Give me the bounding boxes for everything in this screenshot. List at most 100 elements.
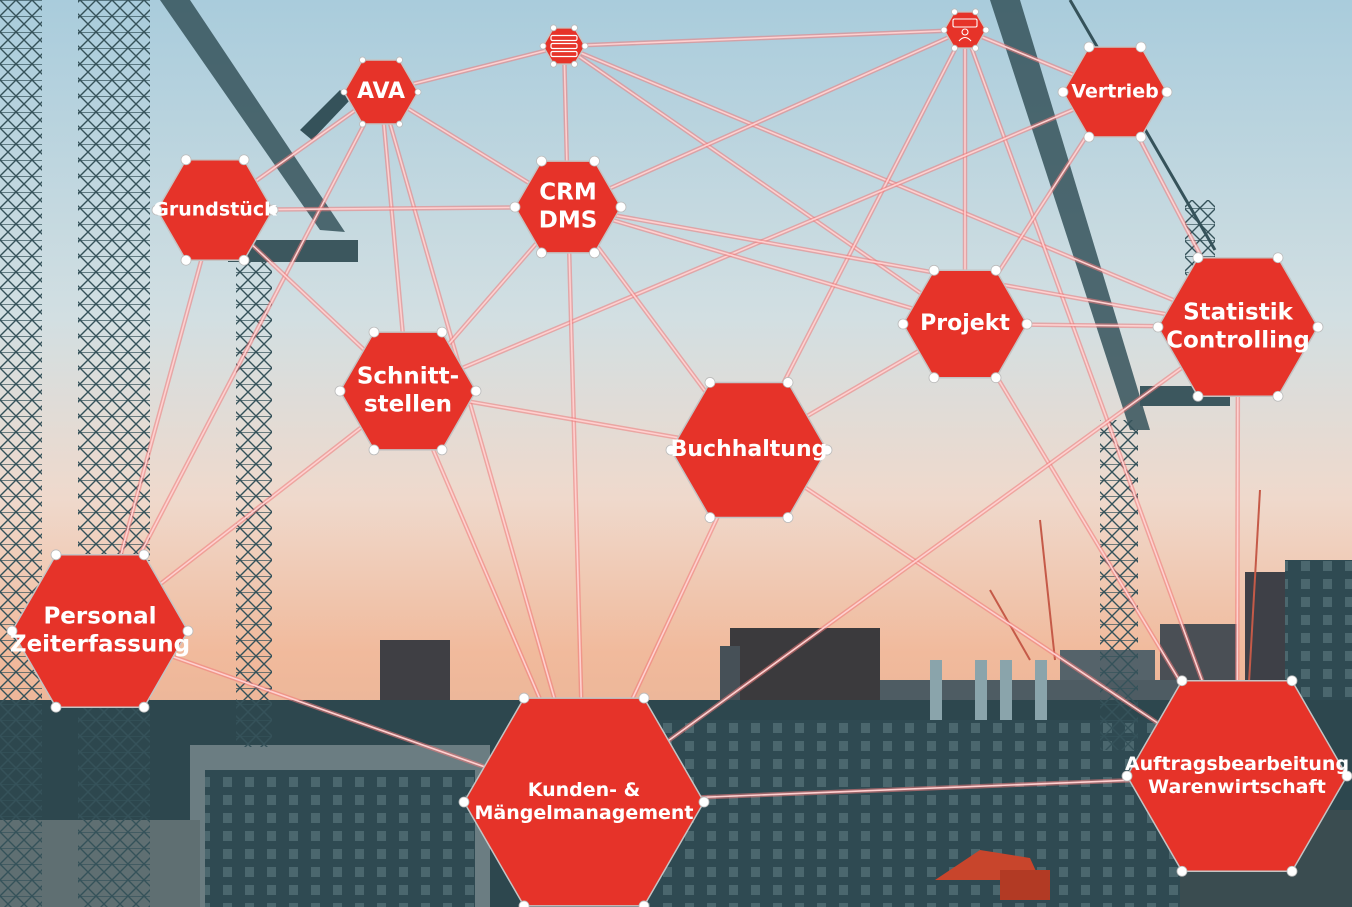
vertex-dot (436, 444, 448, 456)
vertex-dot (1021, 318, 1033, 330)
vertex-dot (180, 154, 192, 166)
vertex-dot (1272, 390, 1284, 402)
vertex-dot (518, 692, 530, 704)
node-tools[interactable] (539, 24, 589, 68)
vertex-dot (368, 444, 380, 456)
vertex-dot (539, 42, 547, 50)
vertex-dot (550, 24, 557, 32)
vertex-dot (458, 796, 470, 808)
node-vertrieb[interactable] (1057, 41, 1173, 143)
vertex-dot (151, 204, 163, 216)
vertex-dot (704, 377, 716, 388)
vertex-dot (615, 201, 627, 213)
vertex-dot (990, 264, 1002, 276)
node-crm[interactable] (509, 155, 627, 259)
node-personal[interactable] (6, 549, 194, 713)
connection-line-crm-projekt (567, 206, 966, 325)
vertex-dot (359, 56, 366, 64)
vertex-dot (1286, 865, 1298, 877)
vertex-dot (990, 372, 1002, 384)
vertex-dot (940, 26, 948, 34)
vertex-dot (1083, 131, 1095, 143)
vertex-dot (821, 444, 833, 456)
vertex-dot (581, 42, 589, 50)
connection-line-tools-projekt (563, 45, 966, 325)
vertex-dot (50, 549, 62, 561)
vertex-dot (782, 377, 794, 388)
vertex-dot (138, 549, 150, 561)
connection-line-crm-statistik (567, 206, 1239, 328)
connection-line-ava-personal (99, 91, 382, 632)
vertex-dot (470, 385, 482, 397)
vertex-dot (972, 8, 979, 16)
vertex-dot (1135, 41, 1147, 53)
customer-rating-icon (952, 18, 978, 42)
connection-line-buchhaltung-auftrag (748, 449, 1238, 777)
vertex-dot (665, 444, 677, 456)
vertex-dot (182, 625, 194, 637)
vertex-dot (1121, 770, 1133, 782)
node-projekt[interactable] (897, 264, 1033, 384)
vertex-dot (1083, 41, 1095, 53)
vertex-dot (1152, 321, 1164, 333)
node-kunden[interactable] (458, 692, 710, 907)
vertex-dot (951, 44, 958, 52)
node-rating[interactable] (940, 8, 990, 52)
vertex-dot (1192, 252, 1204, 264)
vertex-dot (396, 120, 403, 128)
node-ava[interactable] (340, 56, 422, 128)
vertex-dot (368, 326, 380, 338)
toolbox-icon (550, 34, 578, 58)
vertex-dot (1057, 86, 1069, 98)
vertex-dot (238, 154, 250, 166)
vertex-dot (1312, 321, 1324, 333)
vertex-dot (50, 701, 62, 713)
vertex-dot (518, 900, 530, 907)
vertex-dot (589, 247, 600, 259)
vertex-dot (1192, 390, 1204, 402)
vertex-dot (571, 24, 578, 32)
vertex-dot (928, 372, 940, 384)
vertex-dot (238, 254, 250, 266)
vertex-dot (536, 155, 547, 167)
vertex-dot (1341, 770, 1352, 782)
vertex-dot (550, 60, 557, 68)
vertex-dot (782, 512, 794, 523)
vertex-dot (571, 60, 578, 68)
vertex-dot (698, 796, 710, 808)
node-grundstueck[interactable] (151, 154, 279, 266)
vertex-dot (1272, 252, 1284, 264)
vertex-dot (972, 44, 979, 52)
vertex-dot (509, 201, 521, 213)
vertex-dot (267, 204, 279, 216)
vertex-dot (1135, 131, 1147, 143)
vertex-dot (6, 625, 18, 637)
connection-line-statistik-kunden (583, 326, 1239, 803)
vertex-dot (928, 264, 940, 276)
vertex-dot (897, 318, 909, 330)
node-schnittstellen[interactable] (334, 326, 482, 456)
excavator (935, 850, 1050, 900)
node-auftrag[interactable] (1121, 675, 1352, 877)
vertex-dot (1161, 86, 1173, 98)
vertex-dot (704, 512, 716, 523)
vertex-dot (536, 247, 547, 259)
vertex-dot (359, 120, 366, 128)
connection-line-rating-auftrag (964, 29, 1238, 777)
connection-line-tools-rating (563, 29, 966, 47)
connection-line-rating-crm (567, 29, 966, 208)
vertex-dot (951, 8, 958, 16)
node-statistik[interactable] (1152, 252, 1324, 402)
crane-towers (0, 0, 1261, 907)
vertex-dot (638, 692, 650, 704)
vertex-dot (1176, 675, 1188, 687)
vertex-dot (1286, 675, 1298, 687)
node-buchhaltung[interactable] (665, 377, 833, 523)
vertex-dot (138, 701, 150, 713)
vertex-dot (396, 56, 403, 64)
vertex-dot (180, 254, 192, 266)
vertex-dot (982, 26, 990, 34)
vertex-dot (340, 88, 348, 96)
vertex-dot (436, 326, 448, 338)
